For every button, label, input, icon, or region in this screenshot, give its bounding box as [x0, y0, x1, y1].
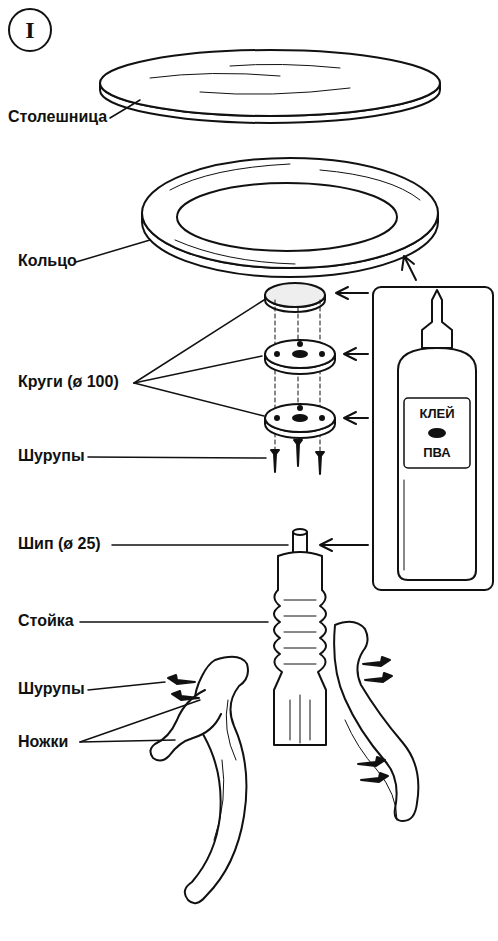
- figure-number-circle: I: [8, 8, 52, 52]
- figure-number: I: [25, 17, 34, 44]
- part-label: Кольцо: [18, 252, 77, 270]
- bottle-text: ПВА: [423, 446, 450, 459]
- part-label: Столешница: [8, 108, 107, 126]
- part-label: Шурупы: [18, 680, 85, 698]
- part-label: Круги (ø 100): [18, 373, 119, 391]
- part-label: Шип (ø 25): [18, 535, 101, 553]
- part-label: Стойка: [18, 612, 74, 630]
- part-label: Ножки: [18, 733, 68, 751]
- bottle-text: КЛЕЙ: [419, 407, 454, 420]
- part-label: Шурупы: [18, 447, 85, 465]
